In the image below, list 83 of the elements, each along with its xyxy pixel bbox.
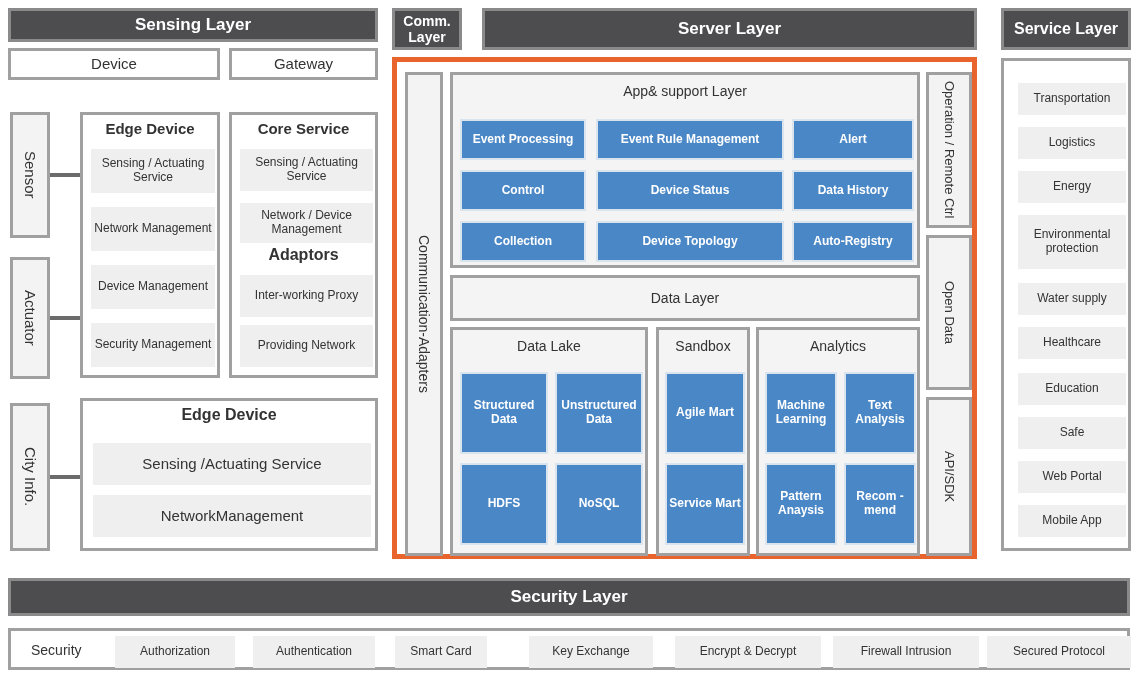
service-item: Water supply <box>1018 283 1126 315</box>
service-item: Web Portal <box>1018 461 1126 493</box>
service-item: Sensing / Actuating Service <box>240 149 373 191</box>
service-item: Mobile App <box>1018 505 1126 537</box>
function-module: Device Status <box>596 170 784 211</box>
service-item: Education <box>1018 373 1126 405</box>
function-module: Recom -mend <box>844 463 916 545</box>
function-module: Device Topology <box>596 221 784 262</box>
service-item: Sensing /Actuating Service <box>93 443 371 485</box>
group-panel <box>656 327 750 556</box>
group-title: Analytics <box>809 338 867 355</box>
group-panel <box>8 628 1130 670</box>
service-item: Authorization <box>115 636 235 668</box>
side-label-bar: Actuator <box>10 257 50 379</box>
group-panel <box>756 327 920 556</box>
server-frame <box>392 57 977 559</box>
function-module: Structured Data <box>460 372 548 454</box>
side-label-bar: API/SDK <box>926 397 972 556</box>
function-module: NoSQL <box>555 463 643 545</box>
function-module: Control <box>460 170 586 211</box>
service-item: Smart Card <box>395 636 487 668</box>
function-module: Event Processing <box>460 119 586 160</box>
service-item: Logistics <box>1018 127 1126 159</box>
service-item: Providing Network <box>240 325 373 367</box>
function-module: Pattern Anaysis <box>765 463 837 545</box>
group-title: Data Lake <box>516 338 582 355</box>
group-frame <box>1001 58 1131 551</box>
function-module: Event Rule Management <box>596 119 784 160</box>
function-module: Data History <box>792 170 914 211</box>
group-title: Sandbox <box>674 338 732 355</box>
service-item: Transportation <box>1018 83 1126 115</box>
group-title: Core Service <box>256 120 351 138</box>
category-bar: Device <box>8 48 220 80</box>
group-panel <box>80 112 220 378</box>
side-label-bar: City Info. <box>10 403 50 551</box>
service-item: Authentication <box>253 636 375 668</box>
connector-line <box>50 475 80 479</box>
service-item: Safe <box>1018 417 1126 449</box>
function-module: Auto-Registry <box>792 221 914 262</box>
layer-header-bar: Comm. Layer <box>392 8 462 50</box>
function-module: Machine Learning <box>765 372 837 454</box>
layer-header-bar: Sensing Layer <box>8 8 378 42</box>
service-item: Network / Device Management <box>240 203 373 243</box>
layer-header-bar: Server Layer <box>482 8 977 50</box>
service-item: Environmental protection <box>1018 215 1126 269</box>
function-module: Text Analysis <box>844 372 916 454</box>
function-module: Unstructured Data <box>555 372 643 454</box>
function-module: Agile Mart <box>665 372 745 454</box>
category-bar: Data Layer <box>450 275 920 321</box>
service-item: Network Management <box>91 207 215 251</box>
function-module: Alert <box>792 119 914 160</box>
service-item: NetworkManagement <box>93 495 371 537</box>
side-label-bar: Operation / Remote Ctrl <box>926 72 972 228</box>
service-item: Key Exchange <box>529 636 653 668</box>
group-panel <box>229 112 378 378</box>
function-module: HDFS <box>460 463 548 545</box>
group-panel <box>450 327 648 556</box>
group-panel <box>80 398 378 551</box>
service-item: Encrypt & Decrypt <box>675 636 821 668</box>
connector-line <box>50 316 80 320</box>
service-item: Healthcare <box>1018 327 1126 359</box>
service-item: Firewall Intrusion <box>833 636 979 668</box>
service-item: Secured Protocol <box>987 636 1131 668</box>
group-title: Edge Device <box>104 120 196 138</box>
service-item: Energy <box>1018 171 1126 203</box>
service-item: Sensing / Actuating Service <box>91 149 215 193</box>
category-bar: Gateway <box>229 48 378 80</box>
function-module: Service Mart <box>665 463 745 545</box>
service-item: Inter-working Proxy <box>240 275 373 317</box>
connector-line <box>50 173 80 177</box>
service-item: Security Management <box>91 323 215 367</box>
side-label-bar: Open Data <box>926 235 972 390</box>
layer-header-bar: Security Layer <box>8 578 1130 616</box>
group-title: Security <box>31 642 82 659</box>
function-module: Collection <box>460 221 586 262</box>
group-panel <box>450 72 920 268</box>
side-label-bar: Sensor <box>10 112 50 238</box>
layer-header-bar: Service Layer <box>1001 8 1131 50</box>
group-title: App& support Layer <box>622 83 748 100</box>
service-item: Device Management <box>91 265 215 309</box>
group-subtitle: Adaptors <box>267 246 340 265</box>
side-label-bar: Communication-Adapters <box>405 72 443 556</box>
group-title: Edge Device <box>180 406 278 425</box>
